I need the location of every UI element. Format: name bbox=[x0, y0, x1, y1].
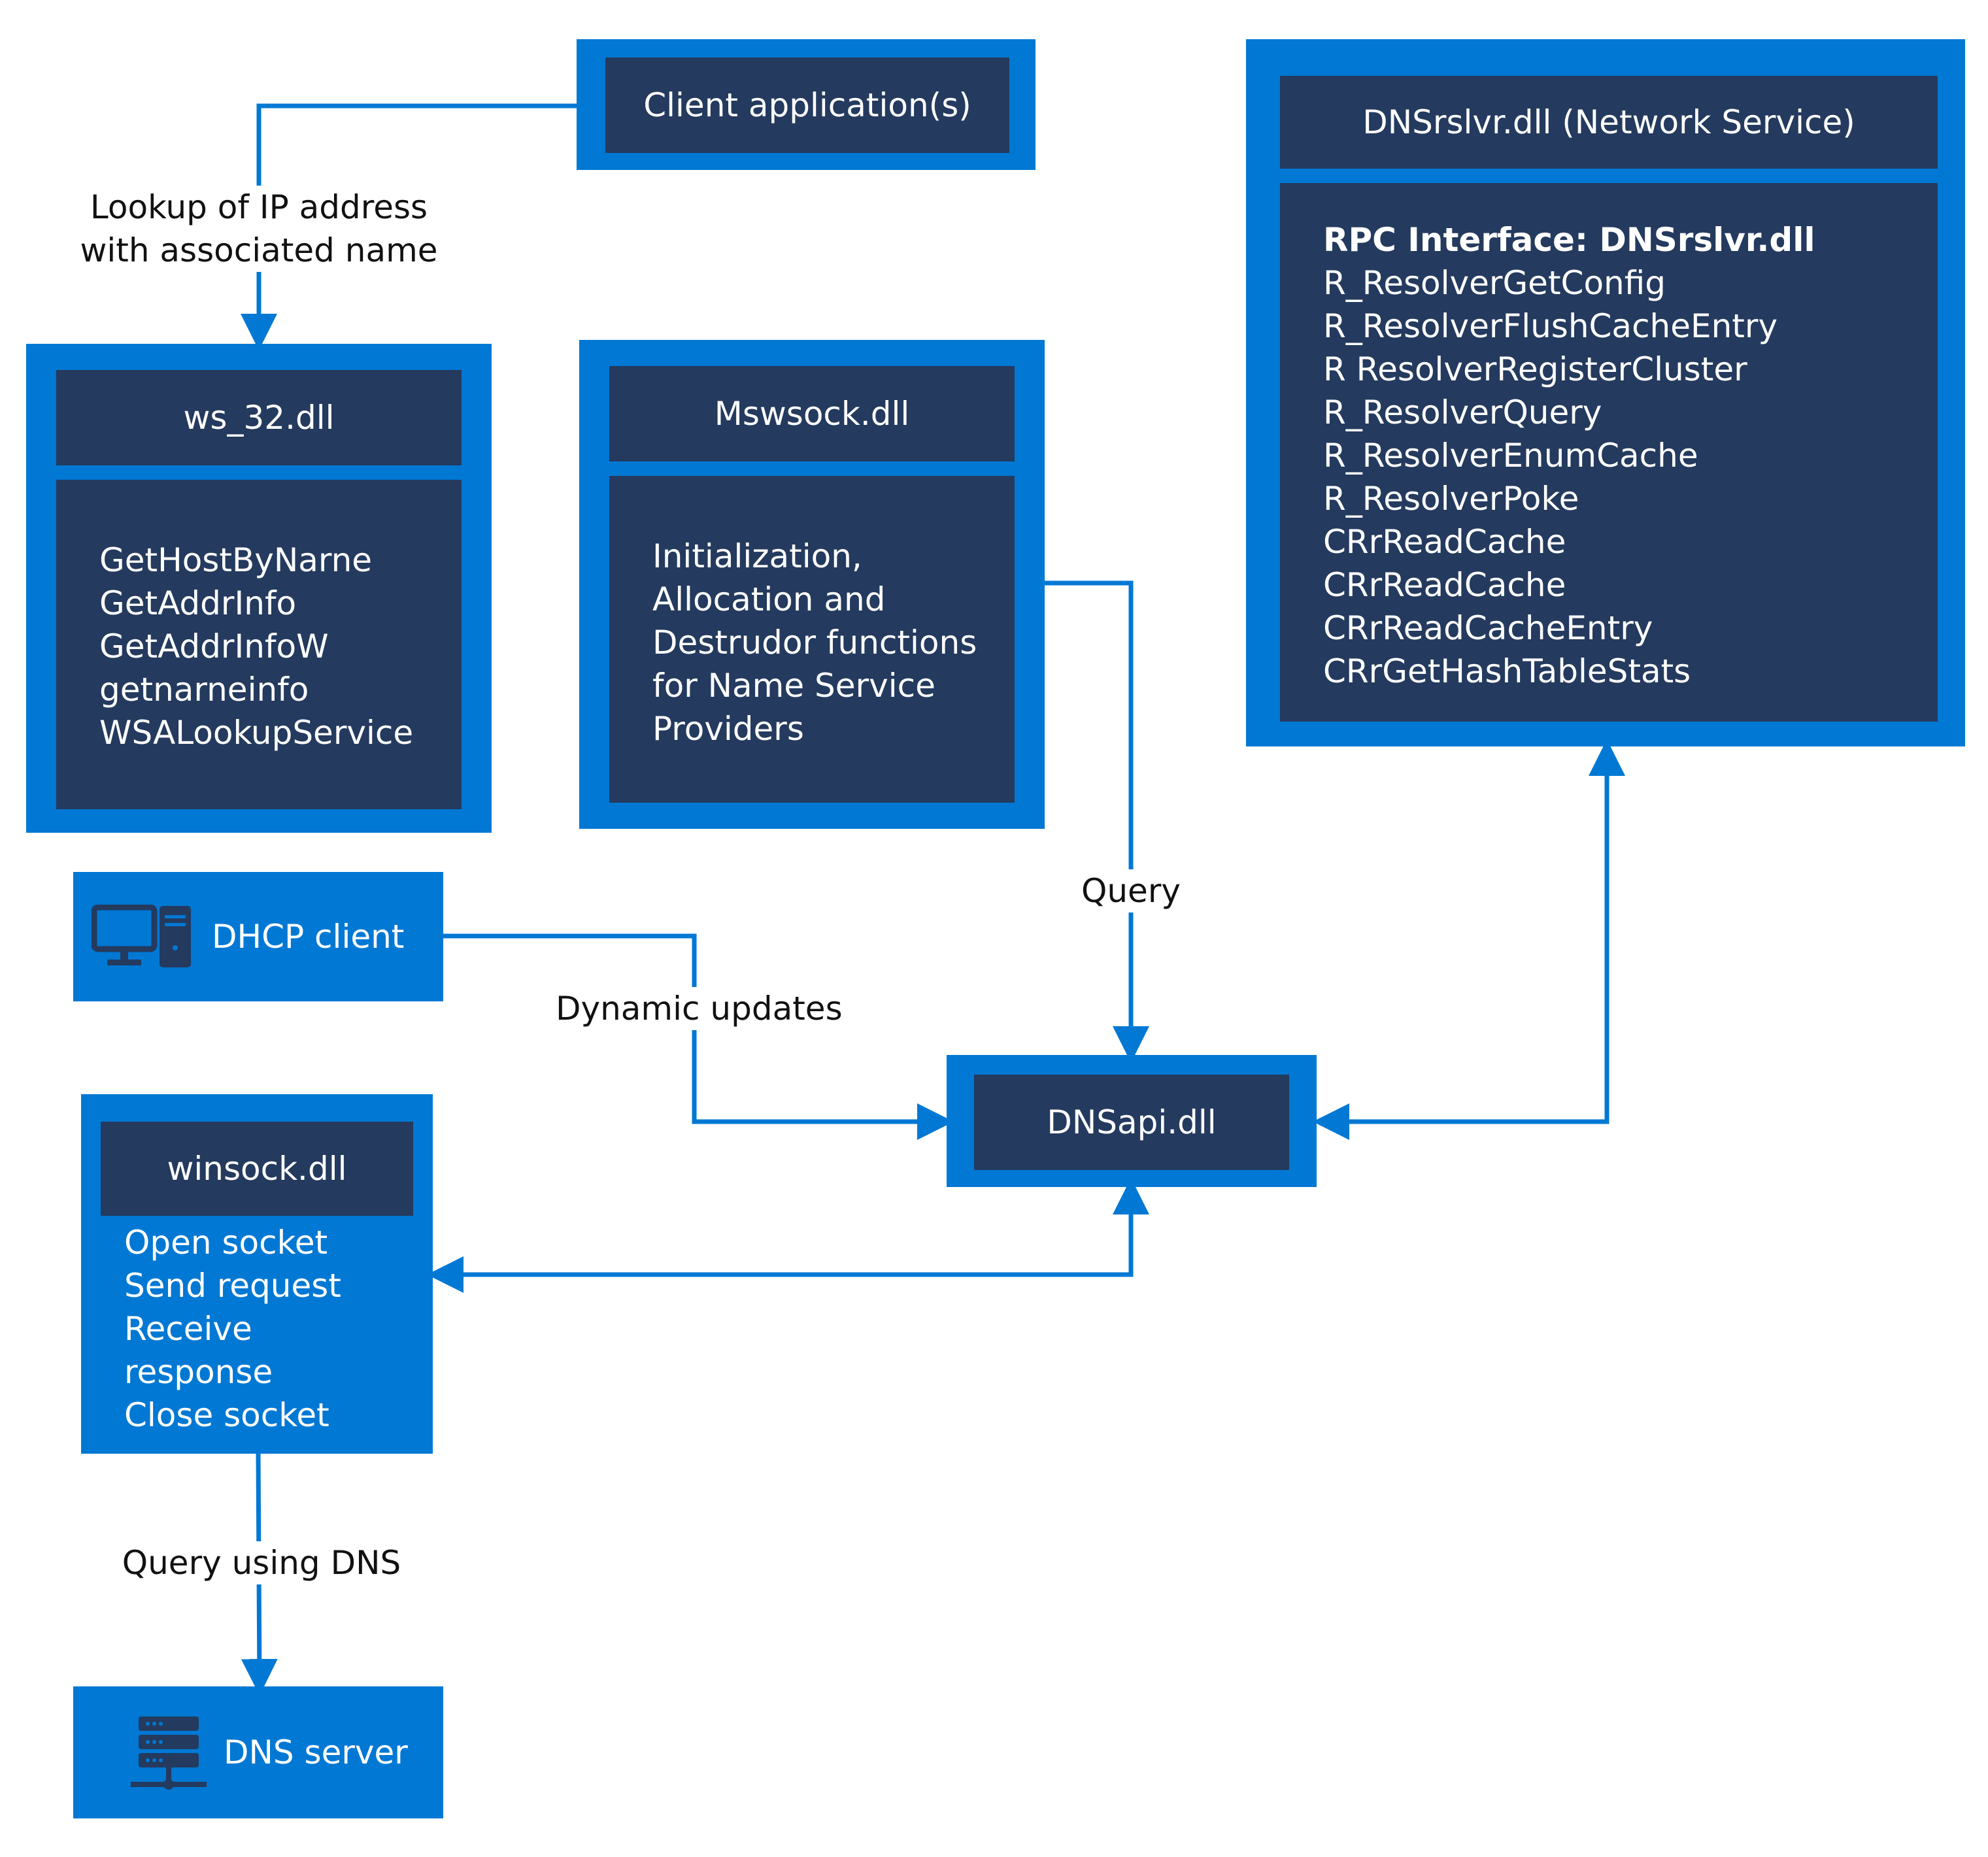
edge-label-lookup-line2: with associated name bbox=[80, 231, 438, 269]
edge-dnsapi-winsock bbox=[427, 1195, 1134, 1293]
winsock-box[interactable]: winsock.dll Open socket Send request Rec… bbox=[81, 1094, 433, 1454]
winsock-step: response bbox=[124, 1353, 273, 1391]
dnsrslvr-function: R_ResolverQuery bbox=[1323, 393, 1602, 431]
dnsrslvr-title: DNSrslvr.dll (Network Service) bbox=[1280, 76, 1938, 169]
dnsrslvr-function: R ResolverRegisterCluster bbox=[1323, 350, 1747, 388]
ws32-title: ws_32.dll bbox=[56, 370, 462, 465]
dnsrslvr-interface: RPC Interface: DNSrslvr.dll bbox=[1323, 221, 1815, 259]
winsock-title: winsock.dll bbox=[101, 1122, 413, 1216]
dnsrslvr-function: R_ResolverFlushCacheEntry bbox=[1323, 307, 1778, 345]
ws32-function: GetAddrInfoW bbox=[99, 627, 329, 665]
client-application-label: Client application(s) bbox=[605, 58, 1009, 153]
edge-label-query: Query bbox=[1079, 869, 1183, 912]
edge-label-lookup: Lookup of IP address with associated nam… bbox=[77, 186, 441, 272]
dnsrslvr-function: CRrReadCache bbox=[1323, 523, 1566, 561]
dnsrslvr-function: CRrGetHashTableStats bbox=[1323, 652, 1691, 690]
mswsock-description-line: Destrudor functions bbox=[652, 624, 977, 661]
edge-label-dynamic-updates: Dynamic updates bbox=[556, 987, 843, 1030]
dnsapi-box[interactable]: DNSapi.dll bbox=[947, 1055, 1317, 1187]
winsock-step: Receive bbox=[124, 1310, 252, 1348]
dnsrslvr-function: CRrReadCacheEntry bbox=[1323, 609, 1653, 647]
ws32-function: GetHostByNarne bbox=[99, 541, 373, 579]
edge-mswsock-to-dnsapi bbox=[1043, 580, 1149, 1063]
ws32-box[interactable]: ws_32.dll GetHostByNarne GetAddrInfo Get… bbox=[26, 344, 492, 833]
dnsrslvr-box[interactable]: DNSrslvr.dll (Network Service) RPC Inter… bbox=[1246, 39, 1965, 746]
edge-label-lookup-line1: Lookup of IP address bbox=[90, 188, 428, 226]
dnsrslvr-function: R_ResolverGetConfig bbox=[1323, 264, 1666, 302]
mswsock-title: Mswsock.dll bbox=[609, 366, 1015, 461]
mswsock-box[interactable]: Mswsock.dll Initialization, Allocation a… bbox=[579, 340, 1045, 829]
edge-label-query-using-dns: Query using DNS bbox=[118, 1541, 405, 1584]
mswsock-description-line: Initialization, bbox=[652, 537, 862, 575]
dhcp-client-box[interactable]: DHCP client bbox=[73, 872, 443, 1001]
dnsrslvr-function: R_ResolverEnumCache bbox=[1323, 437, 1698, 475]
mswsock-description-line: Providers bbox=[652, 710, 804, 748]
edge-dnsapi-dnsrslvr bbox=[1322, 739, 1625, 1124]
server-icon bbox=[131, 1715, 207, 1794]
winsock-step: Open socket bbox=[124, 1224, 328, 1262]
client-application-box[interactable]: Client application(s) bbox=[577, 39, 1036, 170]
dnsapi-label: DNSapi.dll bbox=[974, 1075, 1289, 1170]
dnsrslvr-function: CRrReadCache bbox=[1323, 566, 1566, 604]
mswsock-description-line: for Name Service bbox=[652, 667, 935, 705]
winsock-step-list: Open socket Send request Receive respons… bbox=[124, 1221, 341, 1437]
mswsock-description: Initialization, Allocation and Destrudor… bbox=[609, 476, 1015, 803]
winsock-step: Send request bbox=[124, 1267, 341, 1305]
dnsrslvr-function: R_ResolverPoke bbox=[1323, 480, 1579, 518]
dns-server-label: DNS server bbox=[224, 1733, 408, 1771]
ws32-function: WSALookupService bbox=[99, 714, 414, 752]
ws32-function-list: GetHostByNarne GetAddrInfo GetAddrInfoW … bbox=[56, 480, 462, 809]
dnsrslvr-function-list: RPC Interface: DNSrslvr.dll R_ResolverGe… bbox=[1280, 183, 1938, 722]
dns-server-box[interactable]: DNS server bbox=[73, 1686, 443, 1818]
dhcp-client-label: DHCP client bbox=[212, 918, 405, 956]
computer-icon bbox=[91, 904, 194, 969]
winsock-step: Close socket bbox=[124, 1396, 329, 1434]
mswsock-description-line: Allocation and bbox=[652, 580, 886, 618]
ws32-function: GetAddrInfo bbox=[99, 584, 297, 622]
ws32-function: getnarneinfo bbox=[99, 671, 309, 709]
